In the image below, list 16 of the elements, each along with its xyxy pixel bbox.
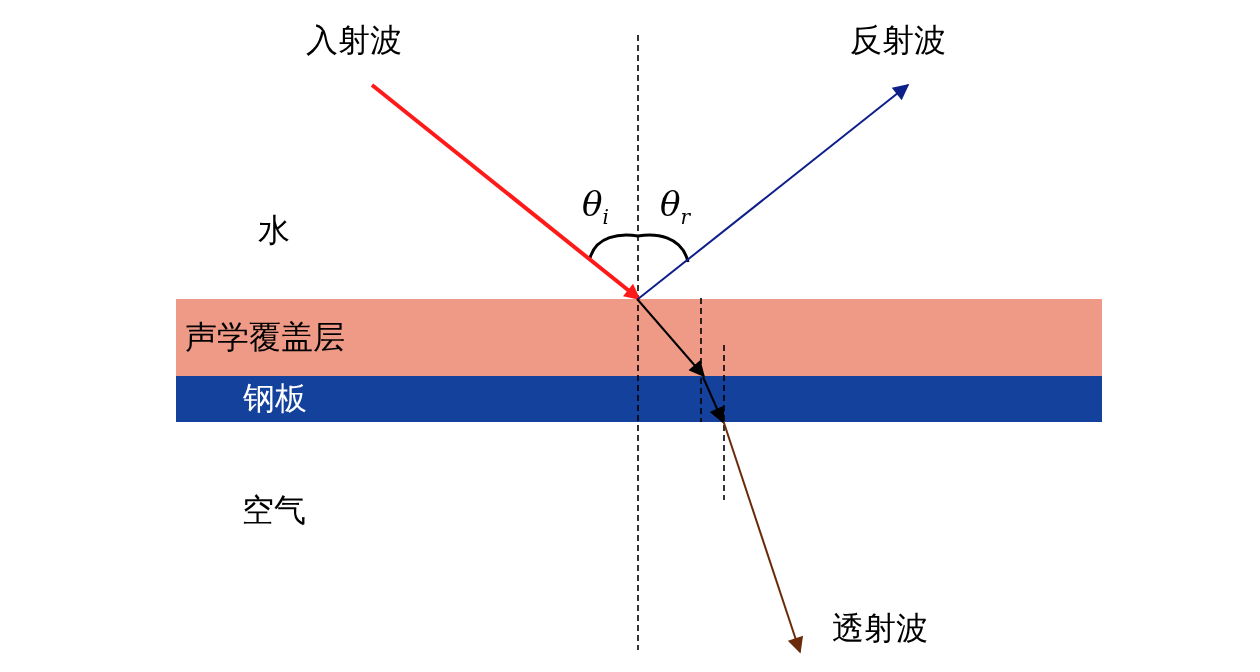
wave-arrow (722, 421, 804, 654)
wave-arrow (370, 83, 641, 301)
medium-label: 空气 (242, 492, 306, 528)
layer-band (176, 376, 1102, 422)
wave-label: 透射波 (832, 610, 928, 646)
wave-label: 反射波 (850, 22, 946, 58)
wave-label: 入射波 (306, 22, 402, 58)
layer-label: 钢板 (243, 380, 307, 416)
layer-band (176, 299, 1102, 376)
layer-label: 声学覆盖层 (185, 319, 345, 355)
medium-label: 水 (258, 212, 290, 248)
wave-arrow (637, 84, 910, 300)
angle-label: θ$_{r}$ (660, 186, 691, 231)
wave-arrow (702, 376, 725, 424)
angle-label: θ$_{i}$ (582, 186, 609, 231)
wave-arrow (636, 298, 705, 378)
